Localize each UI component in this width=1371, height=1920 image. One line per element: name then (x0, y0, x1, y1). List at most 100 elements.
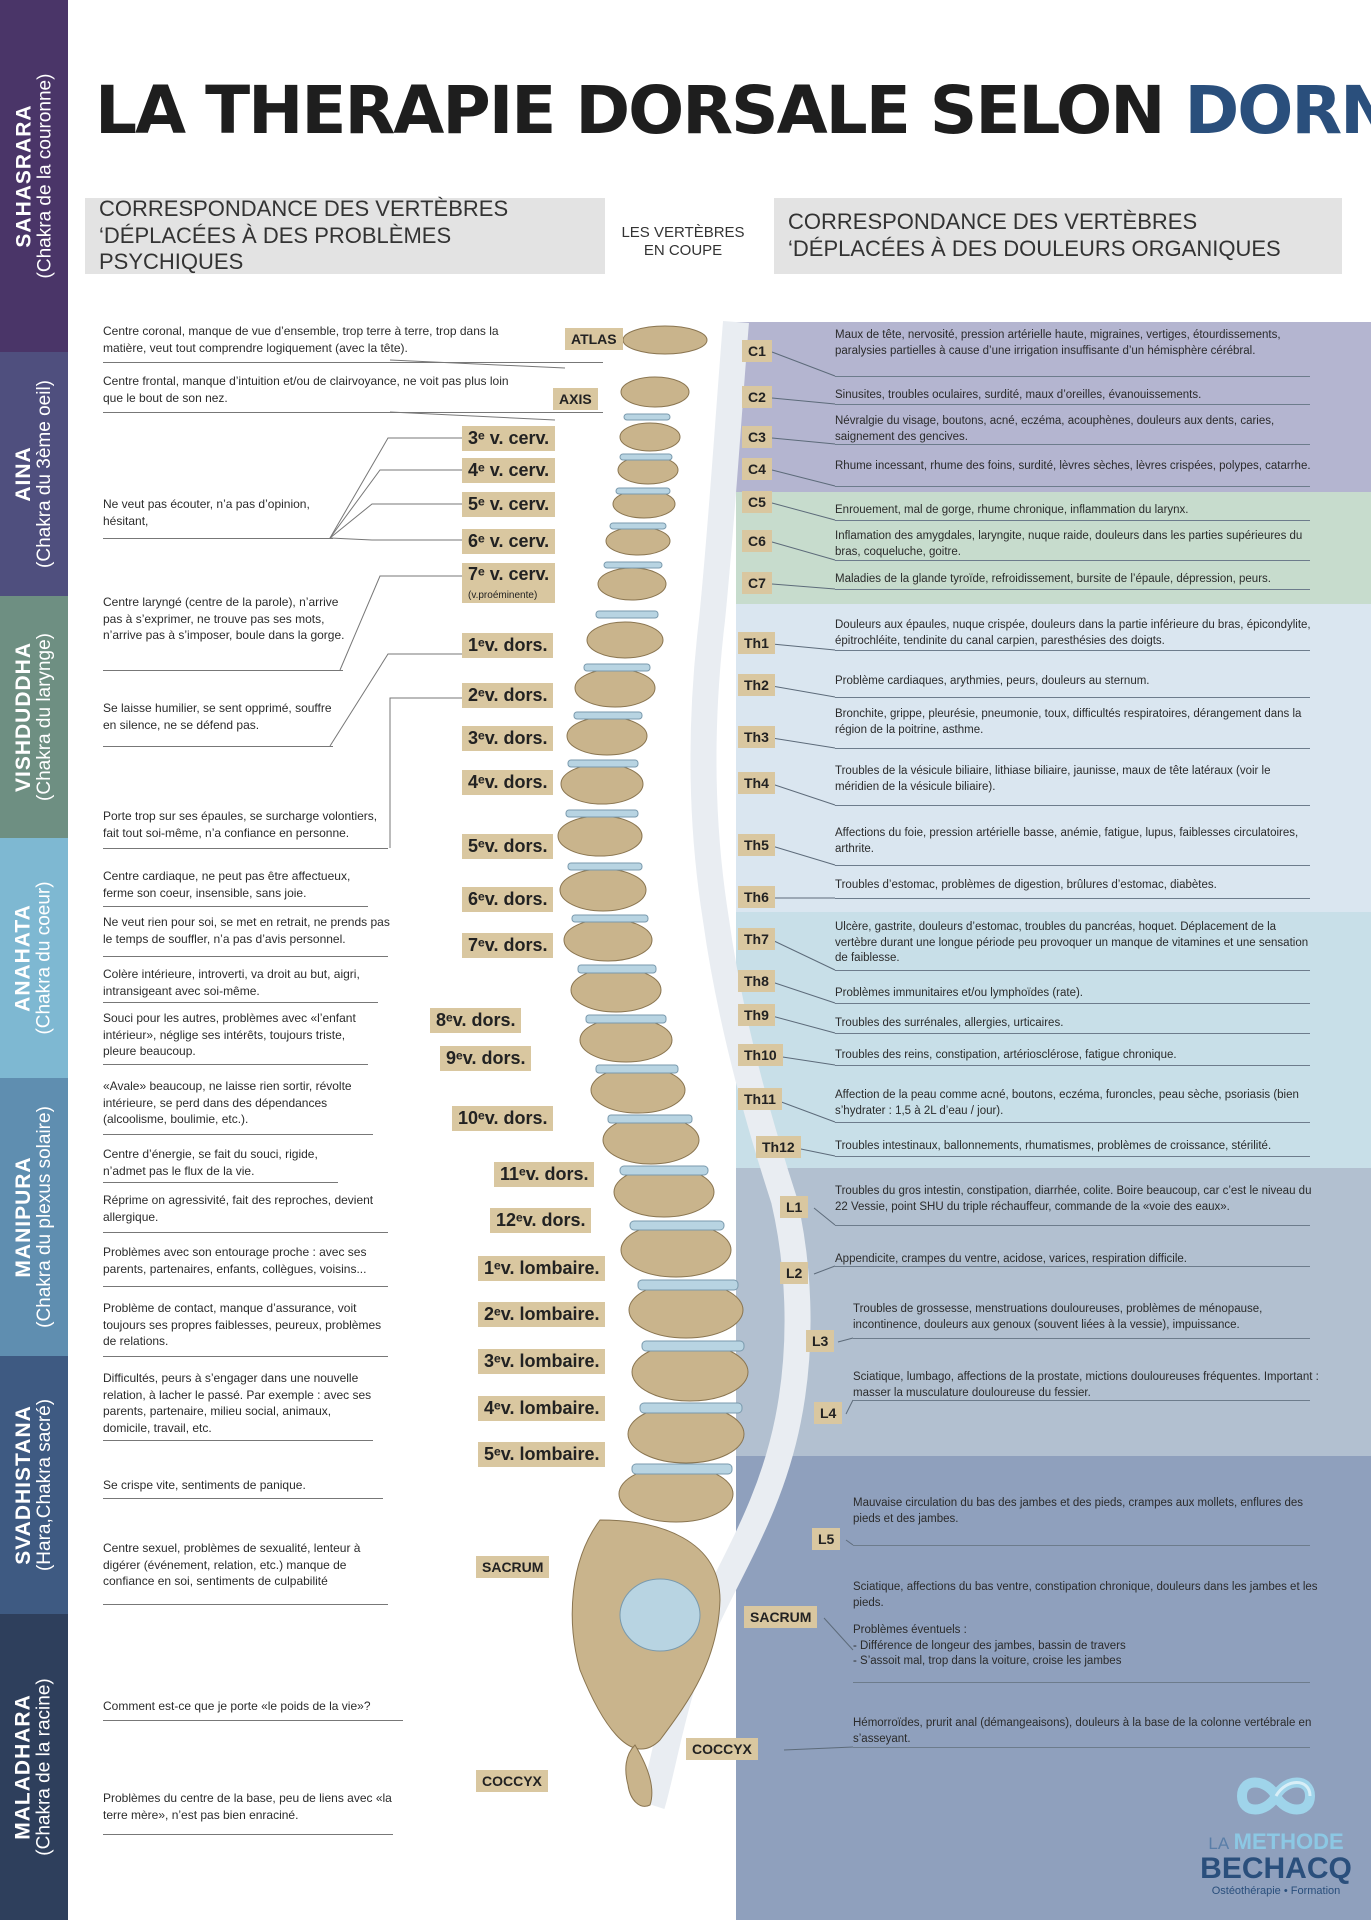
disc (619, 453, 673, 461)
right-divider (835, 376, 1310, 377)
right-divider (835, 805, 1310, 806)
left-divider (103, 1064, 368, 1065)
right-divider (835, 589, 1310, 590)
disc (607, 1114, 693, 1124)
right-divider (853, 1338, 1310, 1339)
leader-line (771, 583, 836, 590)
label-coccyx-right: COCCYX (686, 1738, 758, 1760)
label-3-cerv: 3ᵉ v. cerv. (462, 426, 556, 451)
disc (577, 964, 657, 974)
leader-line (813, 1207, 836, 1226)
vertebra-th4 (560, 763, 644, 805)
sacrum-joint (619, 1578, 701, 1652)
label-th8: Th8 (738, 970, 775, 992)
disc (571, 914, 649, 923)
psych-th12-text: Problèmes avec son entourage proche : av… (103, 1245, 367, 1276)
left-divider (103, 1002, 378, 1003)
label-4-lombaire: 4ᵉv. lombaire. (478, 1396, 606, 1421)
label-th3: Th3 (738, 726, 775, 748)
organic-sacrum-text: Sciatique, affections du bas ventre, con… (853, 1580, 1333, 1670)
psych-c2-text: Centre frontal, manque d’intuition et/ou… (103, 374, 509, 405)
right-divider (835, 560, 1310, 561)
vertebra-c6 (605, 526, 671, 556)
disc (565, 809, 639, 818)
organic-sacrum-extra-item: - S’assoit mal, trop dans la voiture, cr… (853, 1655, 1122, 1668)
organic-l3-text: Troubles de grossesse, menstruations dou… (853, 1303, 1263, 1331)
vertebra-th9 (579, 1017, 673, 1063)
psych-th7-text: Colère intérieure, introverti, va droit … (103, 967, 360, 998)
label-1-dors: 1ᵉv. dors. (462, 633, 554, 658)
leader-line (845, 1399, 854, 1415)
left-divider (103, 1604, 388, 1605)
leader-line (771, 541, 836, 561)
left-divider (103, 1720, 403, 1721)
leader-line (771, 981, 836, 1004)
left-divider (103, 906, 368, 907)
left-divider (103, 1232, 388, 1233)
disc (603, 561, 663, 569)
psych-l1-text: Problème de contact, manque d’assurance,… (103, 1301, 382, 1349)
organic-coccyx-text: Hémorroïdes, prurit anal (démangeaisons)… (853, 1717, 1312, 1745)
leader-line (389, 359, 566, 369)
left-divider (103, 362, 603, 363)
vertebra-l1 (620, 1222, 732, 1278)
label-2-lombaire: 2ᵉv. lombaire. (478, 1302, 606, 1327)
organic-th8-text: Problèmes immunitaires et/ou lymphoïdes … (835, 987, 1083, 999)
left-leader-lines (329, 359, 566, 848)
coccyx-bone (625, 1744, 653, 1807)
organic-th12-text: Troubles intestinaux, ballonnements, rhu… (835, 1140, 1272, 1152)
chakra-maladhara: MALADHARA(Chakra de la racine) (0, 1614, 68, 1920)
organic-th11-text: Affection de la peau comme acné, boutons… (835, 1089, 1299, 1117)
label-th7: Th7 (738, 928, 775, 950)
left-divider (103, 670, 343, 671)
label-sacrum-right: SACRUM (744, 1606, 818, 1628)
disc (615, 487, 671, 495)
label-th11: Th11 (738, 1088, 782, 1110)
leader-line (771, 643, 836, 651)
label-10-dors: 10ᵉv. dors. (452, 1106, 554, 1131)
label-3-lombaire: 3ᵉv. lombaire. (478, 1349, 606, 1374)
leader-line (823, 1617, 854, 1651)
psych-th6-text: Ne veut rien pour soi, se met en retrait… (103, 915, 390, 946)
page-title: LA THERAPIE DORSALE SELON DORN (95, 72, 1371, 149)
header-left-text: CORRESPONDANCE DES VERTÈBRES ‘DÉPLACÉES … (99, 195, 509, 275)
vertebra-th2 (574, 668, 656, 708)
label-c4: C4 (742, 458, 772, 480)
vertebra-c3 (619, 422, 681, 452)
psych-th11-text: Réprime on agressivité, fait des reproch… (103, 1193, 374, 1224)
leader-line (771, 685, 836, 698)
logo-tagline: Ostéothérapie • Formation (1211, 1884, 1341, 1897)
right-divider (853, 1400, 1310, 1401)
psych-c7-text: Centre laryngé (centre de la parole), n’… (103, 595, 345, 643)
right-divider (835, 1065, 1310, 1066)
label-atlas: ATLAS (565, 328, 623, 350)
psych-th9-text: «Avale» beaucoup, ne laisse rien sortir,… (103, 1079, 352, 1127)
label-5-dors: 5ᵉv. dors. (462, 834, 554, 859)
label-2-dors: 2ᵉv. dors. (462, 683, 554, 708)
chakra-aina: AINA(Chakra du 3ème oeil) (0, 352, 68, 596)
label-l2: L2 (780, 1262, 809, 1284)
organic-th1-text: Douleurs aux épaules, nuque crispée, dou… (835, 619, 1311, 647)
label-c7: C7 (742, 572, 772, 594)
organic-l5-text: Mauvaise circulation du bas des jambes e… (853, 1497, 1304, 1525)
right-divider (853, 1545, 1310, 1546)
label-7-cerv: 7ᵉ v. cerv. (v.proéminente) (462, 563, 556, 603)
leader-line (845, 1539, 854, 1546)
organic-c5-text: Enrouement, mal de gorge, rhume chroniqu… (835, 504, 1189, 516)
label-sacrum: SACRUM (476, 1556, 550, 1578)
disc (567, 862, 643, 871)
label-5-cerv: 5ᵉ v. cerv. (462, 492, 556, 517)
band-pelvis (736, 1456, 1371, 1920)
label-c3: C3 (742, 426, 772, 448)
label-6-dors: 6ᵉv. dors. (462, 887, 554, 912)
chakra-svadhistana: SVADHISTANA(Hara,Chakra sacré) (0, 1356, 68, 1614)
leader-line (837, 1337, 854, 1343)
leader-line (813, 1265, 836, 1275)
intervertebral-discs (565, 413, 745, 1475)
leader-line (775, 1055, 836, 1066)
organic-c4-text: Rhume incessant, rhume des foins, surdit… (835, 460, 1311, 472)
right-leader-lines (771, 351, 854, 1751)
vertebra-th1 (586, 621, 664, 659)
label-12-dors: 12ᵉv. dors. (490, 1208, 592, 1233)
